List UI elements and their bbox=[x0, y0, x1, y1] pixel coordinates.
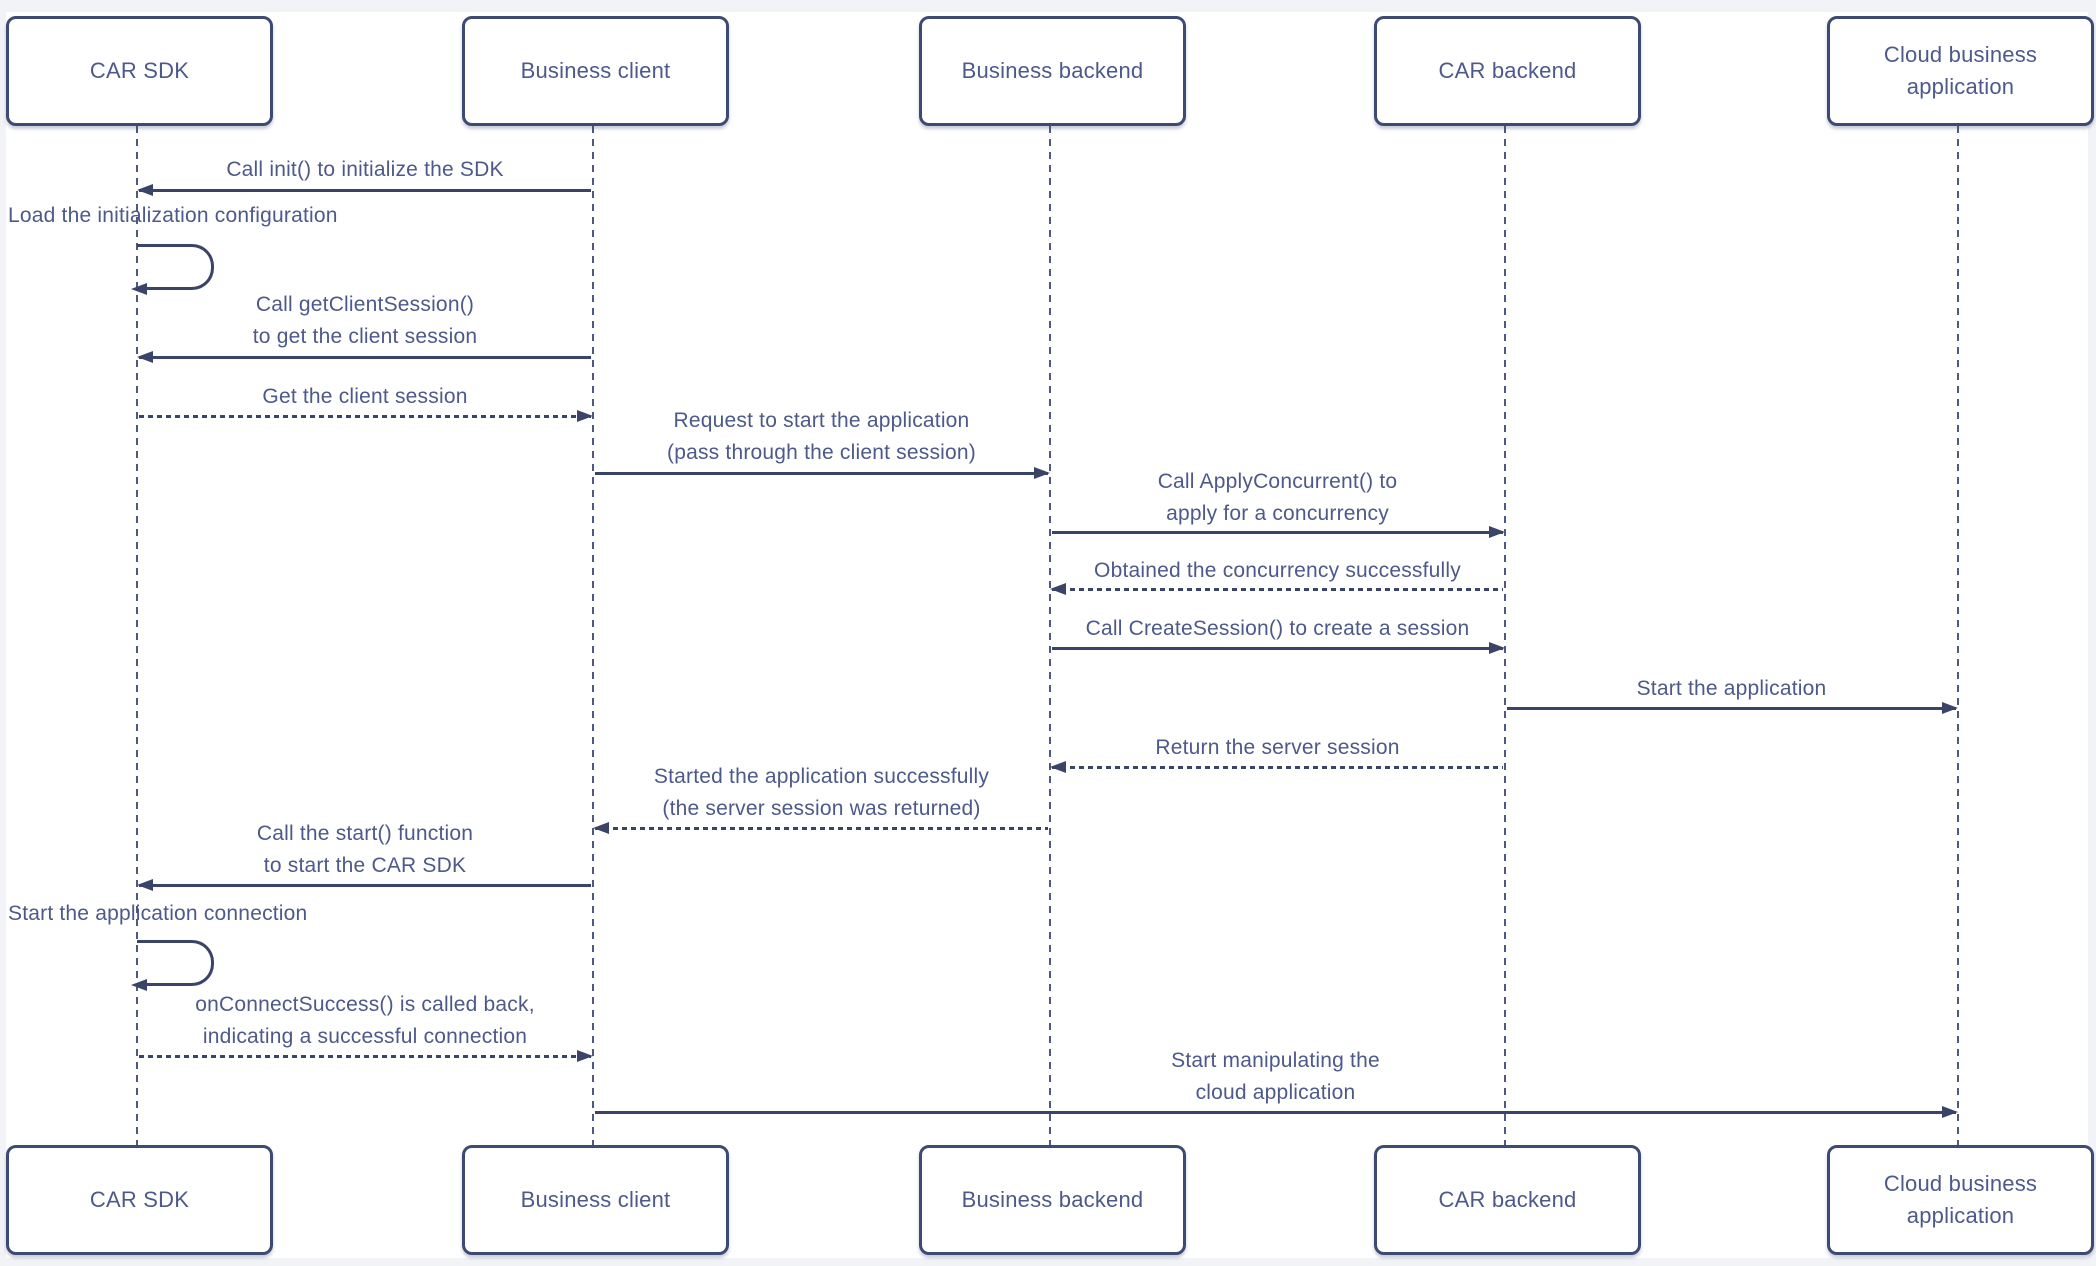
message-label: Start manipulating the cloud application bbox=[1171, 1049, 1380, 1104]
message-arrow bbox=[139, 1050, 593, 1062]
self-loop bbox=[131, 244, 214, 295]
message-label: Obtained the concurrency successfully bbox=[1094, 559, 1461, 582]
lifeline-business-client bbox=[592, 126, 594, 1146]
message-label: Started the application successfully (th… bbox=[653, 765, 990, 820]
arrowhead-right-icon bbox=[1942, 702, 1958, 714]
actor-box-cloud-business-application-top: Cloud business application bbox=[1827, 16, 2094, 126]
message-arrow bbox=[1050, 761, 1503, 773]
message-label: Start the application bbox=[1636, 677, 1827, 700]
lifeline-car-backend bbox=[1504, 126, 1506, 1146]
actor-box-car-sdk-top: CAR SDK bbox=[6, 16, 273, 126]
message-label: Call ApplyConcurrent() to apply for a co… bbox=[1157, 470, 1398, 525]
message-arrow bbox=[139, 410, 593, 422]
actor-box-car-backend-bottom: CAR backend bbox=[1374, 1145, 1641, 1255]
message-label: Call CreateSession() to create a session bbox=[1085, 617, 1470, 640]
actor-box-cloud-business-application-bottom: Cloud business application bbox=[1827, 1145, 2094, 1255]
actor-box-car-backend-top: CAR backend bbox=[1374, 16, 1641, 126]
message-arrow bbox=[1052, 642, 1505, 654]
arrowhead-left-icon bbox=[1050, 761, 1066, 773]
message-label: Call the start() function to start the C… bbox=[256, 822, 474, 877]
actor-box-business-backend-bottom: Business backend bbox=[919, 1145, 1186, 1255]
self-loop-label: Load the initialization configuration bbox=[8, 204, 338, 227]
message-arrow bbox=[1050, 583, 1503, 595]
arrowhead-right-icon bbox=[577, 1050, 593, 1062]
message-label: Request to start the application (pass t… bbox=[667, 409, 976, 464]
arrowhead-right-icon bbox=[577, 410, 593, 422]
message-arrow bbox=[1507, 702, 1958, 714]
message-arrow bbox=[137, 184, 591, 196]
arrowhead-right-icon bbox=[1489, 642, 1505, 654]
arrowhead-left-icon bbox=[137, 184, 153, 196]
message-arrow bbox=[137, 879, 591, 891]
lifeline-car-sdk bbox=[136, 126, 138, 1146]
message-arrow bbox=[595, 1106, 1958, 1118]
message-label: Get the client session bbox=[262, 385, 468, 408]
arrowhead-left-icon bbox=[131, 979, 147, 991]
actor-box-business-backend-top: Business backend bbox=[919, 16, 1186, 126]
actor-box-car-sdk-bottom: CAR SDK bbox=[6, 1145, 273, 1255]
lifeline-cloud-business-application bbox=[1957, 126, 1959, 1146]
arrowhead-right-icon bbox=[1942, 1106, 1958, 1118]
message-label: Call getClientSession() to get the clien… bbox=[252, 293, 478, 348]
self-loop bbox=[131, 940, 214, 991]
message-label: onConnectSuccess() is called back, indic… bbox=[195, 993, 535, 1048]
arrowhead-left-icon bbox=[131, 283, 147, 295]
message-arrow bbox=[593, 822, 1048, 834]
actor-box-business-client-top: Business client bbox=[462, 16, 729, 126]
arrowhead-right-icon bbox=[1034, 467, 1050, 479]
self-loop-label: Start the application connection bbox=[8, 902, 308, 925]
arrowhead-left-icon bbox=[137, 351, 153, 363]
diagram-canvas bbox=[6, 12, 2088, 1258]
lifeline-business-backend bbox=[1049, 126, 1051, 1146]
message-label: Return the server session bbox=[1155, 736, 1400, 759]
arrowhead-right-icon bbox=[1489, 526, 1505, 538]
message-label: Call init() to initialize the SDK bbox=[226, 158, 504, 181]
message-arrow bbox=[1052, 526, 1505, 538]
arrowhead-left-icon bbox=[137, 879, 153, 891]
actor-box-business-client-bottom: Business client bbox=[462, 1145, 729, 1255]
message-arrow bbox=[595, 467, 1050, 479]
arrowhead-left-icon bbox=[593, 822, 609, 834]
message-arrow bbox=[137, 351, 591, 363]
arrowhead-left-icon bbox=[1050, 583, 1066, 595]
